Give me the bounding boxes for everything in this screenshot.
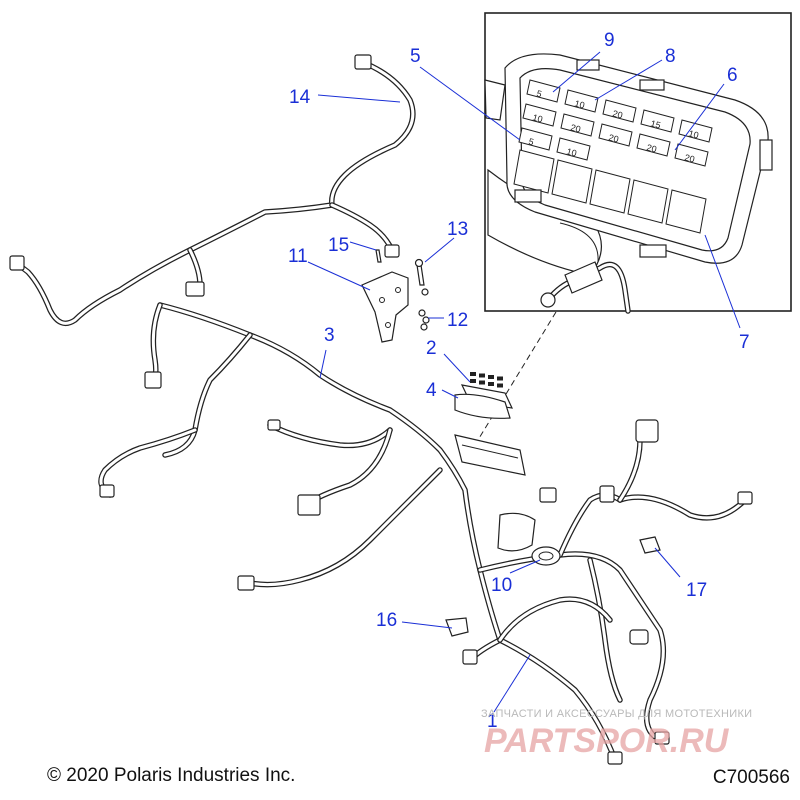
callout-17: 17 — [686, 580, 707, 601]
callout-6: 6 — [727, 65, 738, 86]
callout-8: 8 — [665, 46, 676, 67]
fuse-cover-slot — [479, 380, 485, 385]
callout-14: 14 — [289, 87, 311, 108]
fuse-rating: 10 — [573, 98, 585, 110]
fuse-slot: 15 — [640, 109, 675, 133]
fuse-rating: 10 — [531, 112, 543, 124]
fuse-rating: 10 — [687, 128, 699, 140]
callout-4: 4 — [426, 380, 437, 401]
fuse-slot: 10 — [564, 89, 599, 113]
relay-slot — [551, 159, 593, 204]
relay-slot — [513, 149, 555, 194]
callout-15: 15 — [328, 235, 349, 256]
fuse-rating: 20 — [611, 108, 623, 120]
fuse-cover-slot — [488, 375, 494, 379]
fuse-rating: 20 — [683, 152, 695, 164]
fuse-rating: 20 — [569, 122, 581, 134]
fuse-rating: 20 — [607, 132, 619, 144]
relay-slot — [665, 189, 707, 234]
fuse-slot: 20 — [636, 133, 671, 157]
callout-16: 16 — [376, 610, 397, 631]
fuse-rating: 10 — [565, 146, 577, 158]
callout-10: 10 — [491, 575, 512, 596]
fuse-slot: 20 — [674, 143, 709, 167]
fuse-cover-slot — [488, 382, 494, 386]
fuse-slot: 20 — [598, 123, 633, 147]
copyright-notice: © 2020 Polaris Industries Inc. — [47, 765, 296, 786]
callout-5: 5 — [410, 46, 421, 67]
fuse-cover-slot — [479, 373, 485, 378]
watermark-caption: ЗАПЧАСТИ И АКСЕССУАРЫ ДЛЯ МОТОТЕХНИКИ — [481, 708, 752, 720]
fuse-slot: 5 — [526, 79, 561, 103]
callout-labels: 1 2 3 4 5 6 7 8 9 10 11 12 13 14 15 16 1… — [288, 30, 750, 732]
fuse-cover-slot — [470, 379, 476, 383]
callout-2: 2 — [426, 338, 437, 359]
fuse-rating: 15 — [649, 118, 661, 130]
fuse-slot: 5 — [518, 127, 553, 151]
fuse-slot: 20 — [602, 99, 637, 123]
fuse-cover-slot — [497, 376, 503, 381]
callout-3: 3 — [324, 325, 335, 346]
harness-line-art — [9, 54, 753, 765]
watermark-brand: PARTSPOR.RU — [484, 722, 730, 760]
fuse-cover-slot — [470, 372, 476, 376]
relay-slot — [589, 169, 631, 214]
detail-reference-line — [477, 311, 557, 441]
fuse-grid: 5 10 20 15 10 10 20 20 20 20 5 10 — [513, 79, 713, 234]
watermark: ЗАПЧАСТИ И АКСЕССУАРЫ ДЛЯ МОТОТЕХНИКИ PA… — [481, 708, 752, 760]
fuse-cover-slot — [497, 383, 503, 388]
fuse-slot: 10 — [678, 119, 713, 143]
fuse-rating: 20 — [645, 142, 657, 154]
fuse-box-detail-inset: 5 10 20 15 10 10 20 20 20 20 5 10 — [484, 12, 792, 314]
fuse-slot: 10 — [556, 137, 591, 161]
callout-leader-lines — [307, 51, 741, 713]
fuse-rating: 5 — [527, 136, 534, 147]
fuse-slot: 10 — [522, 103, 557, 127]
callout-13: 13 — [447, 219, 468, 240]
fuse-rating: 5 — [535, 88, 542, 99]
relay-slot — [627, 179, 669, 224]
callout-7: 7 — [739, 332, 750, 353]
diagram-part-code: C700566 — [712, 767, 790, 788]
callout-9: 9 — [604, 30, 615, 51]
callout-12: 12 — [447, 310, 468, 331]
callout-11: 11 — [288, 246, 308, 267]
callout-1: 1 — [487, 711, 498, 732]
fuse-slot: 20 — [560, 113, 595, 137]
